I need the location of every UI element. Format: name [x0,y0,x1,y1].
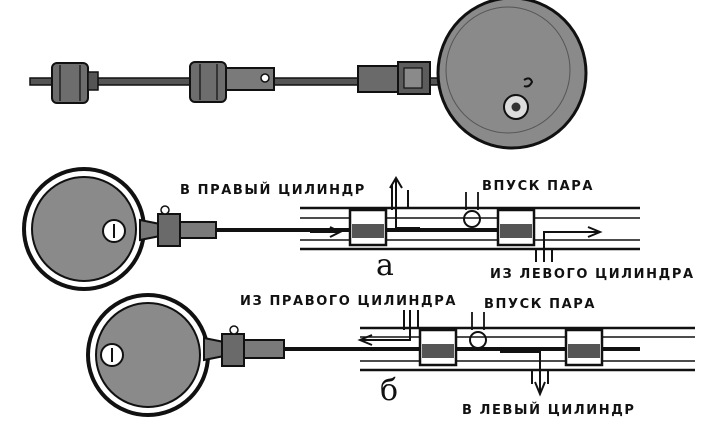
label-to-right-cylinder: В ПРАВЫЙ ЦИЛИНДР [180,182,366,198]
top-left-spool [51,62,89,104]
figure-b-flow-arrow-left [362,310,411,341]
figure-a-disc [31,176,137,282]
figure-b: ИЗ ПРАВОГО ЦИЛИНДРА ВПУСК ПАРА В ЛЕВЫЙ Ц… [86,293,695,418]
figure-b-flow-arrow-down [500,351,541,392]
label-from-left-cylinder: ИЗ ЛЕВОГО ЦИЛИНДРА [490,267,695,282]
top-coupling [357,65,399,93]
figure-a-flow-arrow-up [395,180,420,229]
figure-a-fitting [157,213,181,247]
figure-b-inlet-circle [469,331,487,349]
figure-a-flow-arrow-right [543,231,598,262]
top-disc [436,0,588,150]
top-clevis [225,67,275,91]
label-steam-inlet-a: ВПУСК ПАРА [482,179,594,194]
top-assembly [29,0,588,150]
figure-b-fitting [221,333,245,367]
figure-a-letter: а [376,248,394,283]
label-to-left-cylinder: В ЛЕВЫЙ ЦИЛИНДР [462,402,636,418]
label-steam-inlet-b: ВПУСК ПАРА [484,297,596,312]
figure-b-letter: б [380,373,398,408]
figure-a: В ПРАВЫЙ ЦИЛИНДР ВПУСК ПАРА ИЗ ЛЕВОГО ЦИ… [22,167,695,291]
figure-a-inlet-circle [463,210,481,228]
figure-b-disc [95,302,201,408]
top-middle-spool [189,61,227,103]
label-from-right-cylinder: ИЗ ПРАВОГО ЦИЛИНДРА [240,294,457,309]
